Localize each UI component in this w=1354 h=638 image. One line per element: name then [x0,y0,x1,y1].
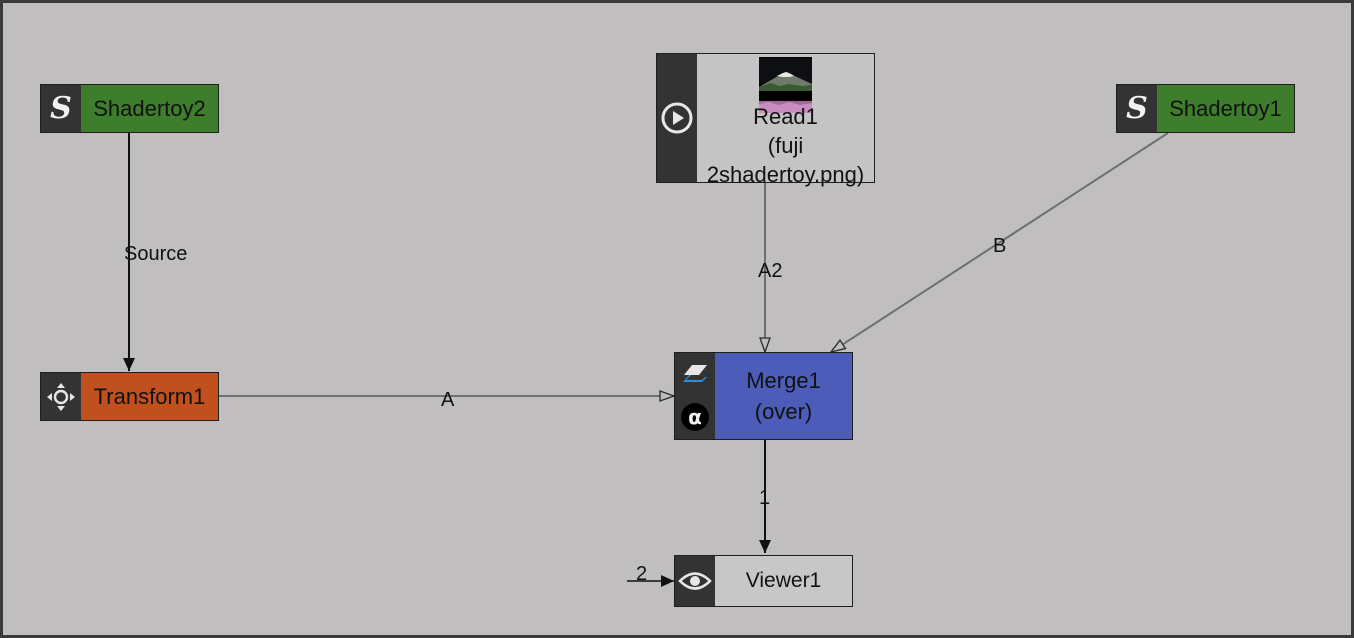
edge-label-source: Source [124,243,188,265]
node-label: Viewer1 [715,556,852,606]
read-line2: (fuji [767,133,804,158]
edge-label-one: 1 [759,487,771,509]
node-read1-label: Read1 (fuji 2shadertoy.png) [637,102,934,189]
node-shadertoy1[interactable]: S Shadertoy1 [1116,84,1295,133]
edge-label-a: A [441,389,455,411]
edge-label-two: 2 [636,563,648,585]
node-label: Transform1 [81,373,218,420]
image-thumbnail [759,57,812,113]
svg-text:α: α [688,405,702,429]
merge-line1: Merge1 [746,368,821,393]
node-merge1[interactable]: α Merge1 (over) [674,352,853,440]
node-transform1[interactable]: Transform1 [40,372,219,421]
node-label: Shadertoy2 [81,85,218,132]
transform-move-icon [41,373,81,420]
node-shadertoy2[interactable]: S Shadertoy2 [40,84,219,133]
read-line3: 2shadertoy.png) [706,162,865,187]
play-circle-icon [657,54,697,182]
edge-label-a2: A2 [758,260,783,282]
edge-label-b: B [993,235,1007,257]
node-viewer1[interactable]: Viewer1 [674,555,853,607]
connection-wires [123,132,1169,587]
wire-b[interactable] [831,132,1169,352]
merge-line2: (over) [754,399,813,424]
eye-icon [675,556,715,606]
node-read1[interactable]: Read1 (fuji 2shadertoy.png) [656,53,875,187]
merge-icon-cell: α [675,353,715,439]
merge-layers-icon [683,364,707,382]
read-line1: Read1 [753,104,818,129]
shadertoy-s-icon: S [41,85,81,132]
node-label: Shadertoy1 [1157,85,1294,132]
alpha-icon: α [681,402,709,431]
shadertoy-s-icon: S [1117,85,1157,132]
